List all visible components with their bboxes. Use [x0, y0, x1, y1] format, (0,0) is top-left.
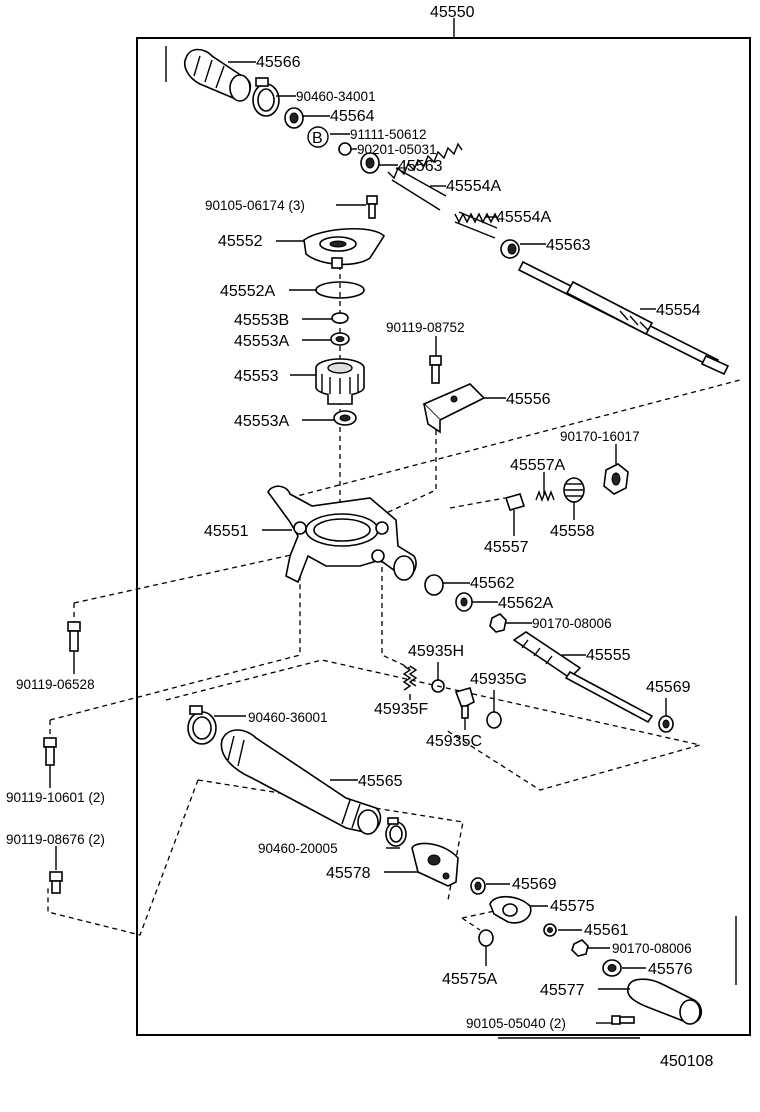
boot-45565 — [220, 729, 382, 835]
clamp-34001 — [252, 77, 280, 117]
bushing-45563-lower — [500, 239, 520, 259]
assembly-number: 45550 — [430, 4, 475, 21]
label-45935H: 45935H — [408, 643, 464, 660]
bolt-08676 — [49, 871, 63, 894]
spring-45935F — [402, 665, 418, 691]
diagram-code: 450108 — [660, 1053, 713, 1070]
clamp-20005 — [385, 817, 407, 847]
label-45569-lower: 45569 — [512, 876, 557, 893]
part-45553B — [331, 312, 349, 324]
bearing-45553A-lower — [333, 410, 357, 426]
bolt-10601 — [43, 737, 57, 766]
label-90460-36001: 90460-36001 — [248, 710, 328, 725]
spring-45554A-lower — [454, 211, 500, 239]
label-45577: 45577 — [540, 982, 585, 999]
label-45552: 45552 — [218, 233, 263, 250]
label-45565: 45565 — [358, 773, 403, 790]
label-45562A: 45562A — [498, 595, 553, 612]
b-marker-circle — [307, 126, 329, 148]
label-45557A: 45557A — [510, 457, 565, 474]
steering-rack — [517, 260, 730, 376]
label-90119-08752: 90119-08752 — [386, 320, 465, 335]
label-91111-50612: 91111-50612 — [350, 127, 427, 142]
label-90105-06174: 90105-06174 (3) — [205, 198, 305, 213]
label-45552A: 45552A — [220, 283, 275, 300]
label-45569: 45569 — [646, 679, 691, 696]
bolt-06528 — [67, 621, 81, 652]
nut-08006-lower — [571, 939, 589, 957]
label-90119-10601: 90119-10601 (2) — [6, 790, 105, 805]
part-45575A — [478, 929, 494, 947]
label-45563-lower: 45563 — [546, 237, 591, 254]
part-45935G — [486, 711, 502, 729]
label-45935C: 45935C — [426, 733, 482, 750]
assembly-frame — [136, 37, 751, 1036]
label-45566: 45566 — [256, 54, 301, 71]
label-45557: 45557 — [484, 539, 529, 556]
label-90460-20005: 90460-20005 — [258, 841, 338, 856]
bearing-45553A-upper — [330, 332, 350, 346]
label-45554A-lower: 45554A — [496, 209, 551, 226]
part-45562A — [455, 592, 473, 612]
pinion-45553 — [315, 358, 365, 405]
label-45575A: 45575A — [442, 971, 497, 988]
housing-45551 — [267, 485, 417, 584]
label-45575: 45575 — [550, 898, 595, 915]
bushing-45563-upper — [360, 152, 380, 174]
nut-16017 — [603, 463, 629, 495]
part-45564 — [284, 107, 304, 129]
valve-shaft-45555 — [512, 631, 654, 724]
label-90170-08006-lower: 90170-08006 — [612, 941, 692, 956]
label-45551: 45551 — [204, 523, 249, 540]
part-45935C — [454, 687, 475, 719]
label-45553A-upper: 45553A — [234, 333, 289, 350]
label-45563-upper: 45563 — [398, 158, 443, 175]
label-45553: 45553 — [234, 368, 279, 385]
clamp-36001 — [187, 705, 217, 745]
washer-90201 — [338, 142, 352, 156]
label-90105-05040: 90105-05040 (2) — [466, 1016, 566, 1031]
label-45554A-upper: 45554A — [446, 178, 501, 195]
label-90170-08006: 90170-08006 — [532, 616, 612, 631]
part-45562 — [424, 574, 444, 596]
washer-45569 — [658, 715, 674, 733]
label-90170-16017: 90170-16017 — [560, 429, 640, 444]
label-90119-06528: 90119-06528 — [16, 677, 95, 692]
part-45561 — [543, 923, 557, 937]
boot-upper — [184, 48, 252, 102]
nut-08006 — [489, 613, 507, 633]
label-45576: 45576 — [648, 961, 693, 978]
bracket-45578 — [411, 842, 459, 887]
label-45553A-lower: 45553A — [234, 413, 289, 430]
plug-45558 — [563, 477, 585, 503]
bracket-45556 — [422, 383, 486, 434]
label-45558: 45558 — [550, 523, 595, 540]
label-45554: 45554 — [656, 302, 701, 319]
label-45564: 45564 — [330, 108, 375, 125]
washer-45569-lower — [470, 877, 486, 895]
label-45561: 45561 — [584, 922, 629, 939]
spring-45554A-upper — [387, 142, 463, 211]
label-45578: 45578 — [326, 865, 371, 882]
label-45562: 45562 — [470, 575, 515, 592]
bolt-06174 — [366, 195, 378, 219]
label-45556: 45556 — [506, 391, 551, 408]
mount-45575 — [489, 895, 532, 924]
spring-45557A — [535, 490, 555, 502]
label-90460-34001: 90460-34001 — [296, 89, 376, 104]
b-marker: B — [312, 130, 323, 147]
washer-45576 — [602, 959, 622, 977]
label-90119-08676: 90119-08676 (2) — [6, 832, 105, 847]
label-45553B: 45553B — [234, 312, 289, 329]
label-45935G: 45935G — [470, 671, 527, 688]
yoke-45557 — [504, 493, 526, 511]
bolt-08752 — [429, 355, 442, 384]
label-45935F: 45935F — [374, 701, 428, 718]
label-45555: 45555 — [586, 647, 631, 664]
label-90201-05031: 90201-05031 — [357, 142, 437, 157]
cover-45552 — [303, 227, 386, 269]
bolt-05040 — [611, 1015, 635, 1025]
cover-45577 — [626, 978, 703, 1025]
